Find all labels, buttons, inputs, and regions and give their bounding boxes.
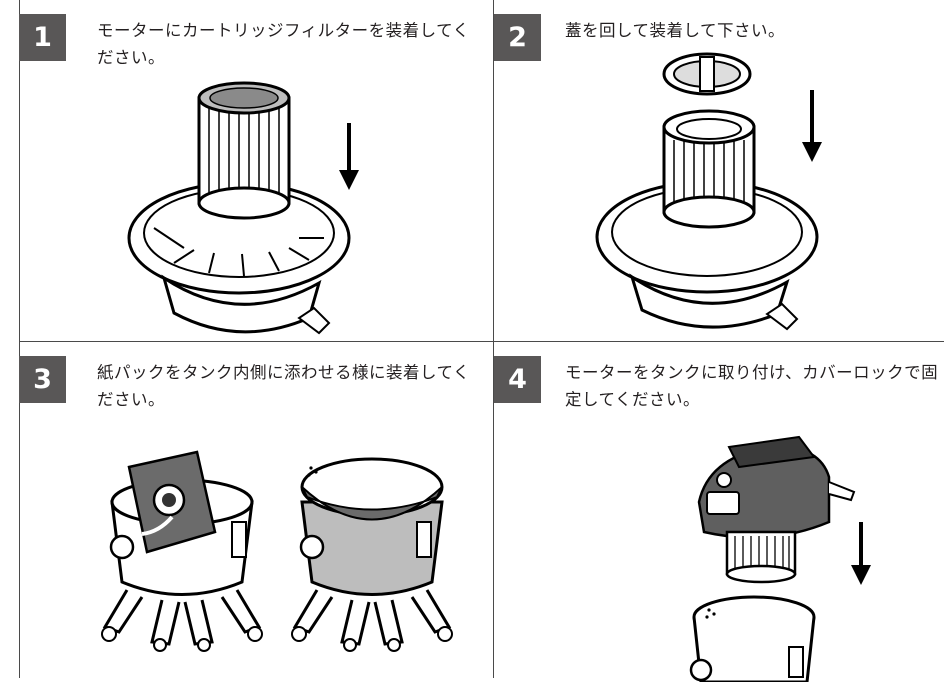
step-1-panel: 1 モーターにカートリッジフィルターを装着してください。 — [19, 0, 493, 341]
panel-divider-row — [19, 341, 944, 342]
step-4-panel: 4 モーターをタンクに取り付け、カバーロックで固定してください。 — [494, 342, 944, 682]
step-caption: モーターをタンクに取り付け、カバーロックで固定してください。 — [565, 363, 939, 409]
step-caption: 蓋を回して装着して下さい。 — [565, 21, 786, 40]
step-number-badge: 2 — [494, 14, 541, 61]
paper-bag-tank-illustration-1 — [101, 450, 263, 652]
step-number-badge: 3 — [19, 356, 66, 403]
step-3-panel: 3 紙パックをタンク内側に添わせる様に装着してください。 — [19, 342, 493, 678]
step-2-panel: 2 蓋を回して装着して下さい。 — [494, 0, 944, 341]
panel-divider-middle — [493, 0, 494, 678]
motor-with-filter-illustration — [127, 81, 359, 335]
panel-divider-left — [19, 0, 20, 678]
lid-attachment-illustration — [595, 52, 822, 331]
step-caption: 紙パックをタンク内側に添わせる様に装着してください。 — [97, 363, 471, 409]
instruction-grid — [19, 0, 944, 678]
step-caption: モーターにカートリッジフィルターを装着してください。 — [97, 21, 470, 67]
step-number-badge: 1 — [19, 14, 66, 61]
motor-tank-assembly-illustration — [689, 435, 871, 682]
step-number-badge: 4 — [494, 356, 541, 403]
paper-bag-tank-illustration-2 — [291, 457, 453, 652]
